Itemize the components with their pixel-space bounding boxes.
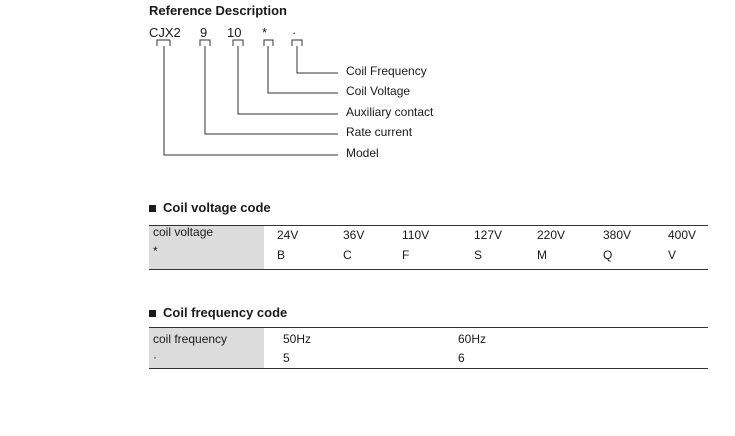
label-auxiliary-contact: Auxiliary contact <box>346 105 434 119</box>
label-coil-frequency: Coil Frequency <box>346 64 427 78</box>
leader-rate-current <box>204 46 338 135</box>
voltage-header-shade <box>149 226 264 269</box>
frequency-row-header: coil frequency <box>153 332 228 346</box>
voltage-code: F <box>402 248 410 262</box>
bullet-square-icon <box>149 205 156 212</box>
leader-coil-voltage <box>267 46 338 94</box>
bullet-square-icon <box>149 310 156 317</box>
voltage-value: 36V <box>343 228 365 242</box>
voltage-value: 127V <box>474 228 503 242</box>
voltage-code-header: * <box>153 244 158 258</box>
voltage-value: 380V <box>603 228 632 242</box>
code-coil-frequency: · <box>292 25 297 40</box>
voltage-value: 24V <box>277 228 299 242</box>
leader-auxiliary-contact <box>237 46 338 115</box>
voltage-code: V <box>668 248 677 262</box>
voltage-code: B <box>277 248 286 262</box>
frequency-header-shade <box>149 328 264 368</box>
voltage-code: S <box>474 248 483 262</box>
frequency-code: 5 <box>283 351 290 365</box>
voltage-table-top-rule <box>149 225 708 226</box>
voltage-value: 220V <box>537 228 566 242</box>
code-rate-current: 9 <box>200 25 208 40</box>
voltage-code: Q <box>603 248 613 262</box>
leader-coil-frequency <box>296 46 338 74</box>
voltage-value: 400V <box>668 228 697 242</box>
leader-model <box>163 46 338 156</box>
code-auxiliary-contact: 10 <box>227 25 242 40</box>
frequency-table-bottom-rule <box>149 368 708 369</box>
frequency-value: 60Hz <box>458 332 487 346</box>
voltage-row-header: coil voltage <box>153 225 214 239</box>
label-rate-current: Rate current <box>346 125 413 139</box>
voltage-code: C <box>343 248 352 262</box>
voltage-table-bottom-rule <box>149 269 708 270</box>
code-model: CJX2 <box>149 25 181 40</box>
code-coil-voltage: * <box>262 25 268 40</box>
frequency-code-header: · <box>153 350 157 364</box>
voltage-code: M <box>537 248 547 262</box>
frequency-value: 50Hz <box>283 332 312 346</box>
frequency-table-top-rule <box>149 327 708 328</box>
frequency-code: 6 <box>458 351 465 365</box>
frequency-section-title: Coil frequency code <box>163 305 288 320</box>
voltage-value: 110V <box>402 228 430 242</box>
reference-title: Reference Description <box>149 3 287 18</box>
label-coil-voltage: Coil Voltage <box>346 84 411 98</box>
label-model: Model <box>346 146 379 160</box>
voltage-section-title: Coil voltage code <box>163 200 271 215</box>
